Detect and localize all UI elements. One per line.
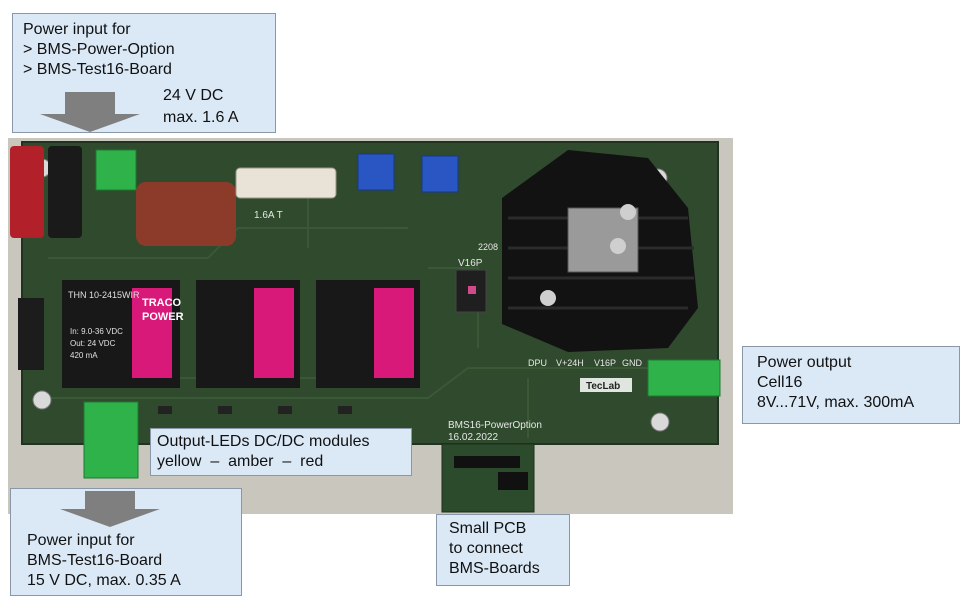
board-name: BMS16-PowerOption [448, 420, 542, 431]
heatsink [502, 150, 698, 352]
callout-line: Output-LEDs DC/DC modules [157, 433, 370, 450]
green-terminal-bottom [83, 401, 139, 479]
module-brand-2: POWER [142, 311, 184, 323]
callout-line: 15 V DC, max. 0.35 A [27, 572, 181, 589]
callout-line: 24 V DC [163, 87, 224, 104]
fuse-label: 1.6A T [254, 210, 283, 221]
callout-power-output: Power output Cell16 8V...71V, max. 300mA [742, 346, 960, 424]
callout-line: Cell16 [757, 374, 803, 391]
callout-line: Power input for [27, 532, 135, 549]
mount-hole [32, 390, 52, 410]
red-socket [10, 146, 44, 238]
side-module [18, 298, 44, 370]
board-code: 2208 [478, 242, 498, 252]
teclab-plate [580, 378, 632, 392]
dcdc-module-2 [196, 280, 300, 388]
callout-line: Power input for [23, 21, 131, 38]
down-arrow-icon [40, 92, 140, 132]
callout-line: BMS-Boards [449, 560, 540, 577]
pcb-illustration: 1.6A T V16P [10, 141, 721, 513]
callout-line: > BMS-Power-Option [23, 41, 175, 58]
teclab-label: TecLab [586, 381, 620, 392]
callout-power-input-top: Power input for > BMS-Power-Option > BMS… [12, 13, 276, 133]
callout-line: to connect [449, 540, 523, 557]
callout-line: yellow – amber – red [157, 453, 324, 470]
callout-output-leds: Output-LEDs DC/DC modules yellow – amber… [150, 428, 412, 476]
down-arrow-icon [60, 491, 160, 527]
callout-power-input-bottom: Power input for BMS-Test16-Board 15 V DC… [10, 488, 242, 596]
mount-hole [650, 412, 670, 432]
relay [136, 182, 236, 246]
black-socket [48, 146, 82, 238]
board-date: 16.02.2022 [448, 432, 498, 443]
dcdc-module-3 [316, 280, 420, 388]
header-label-1: DPU [528, 358, 547, 368]
trimmer-1 [357, 153, 395, 191]
callout-small-pcb: Small PCB to connect BMS-Boards [436, 514, 570, 586]
chip-label: V16P [458, 258, 483, 269]
callout-line: BMS-Test16-Board [27, 552, 163, 569]
green-terminal-right [647, 359, 721, 397]
callout-line: Small PCB [449, 520, 527, 537]
callout-line: max. 1.6 A [163, 109, 239, 126]
trimmer-2 [421, 155, 459, 193]
header-label-3: V16P [594, 358, 616, 368]
fuse [235, 167, 337, 199]
module-part: THN 10-2415WIR [68, 290, 140, 300]
module-spec-3: 420 mA [70, 351, 98, 360]
header-label-2: V+24H [556, 358, 584, 368]
green-terminal-top [95, 149, 137, 191]
callout-line: 8V...71V, max. 300mA [757, 394, 915, 411]
module-spec-2: Out: 24 VDC [70, 339, 116, 348]
module-spec-1: In: 9.0-36 VDC [70, 327, 123, 336]
small-pcb [441, 443, 535, 513]
dcdc-module-1 [62, 280, 180, 388]
pcb-photo: 1.6A T V16P [8, 138, 733, 514]
module-brand-1: TRACO [142, 297, 182, 309]
callout-line: Power output [757, 354, 852, 371]
header-label-4: GND [622, 358, 643, 368]
callout-line: > BMS-Test16-Board [23, 61, 172, 78]
